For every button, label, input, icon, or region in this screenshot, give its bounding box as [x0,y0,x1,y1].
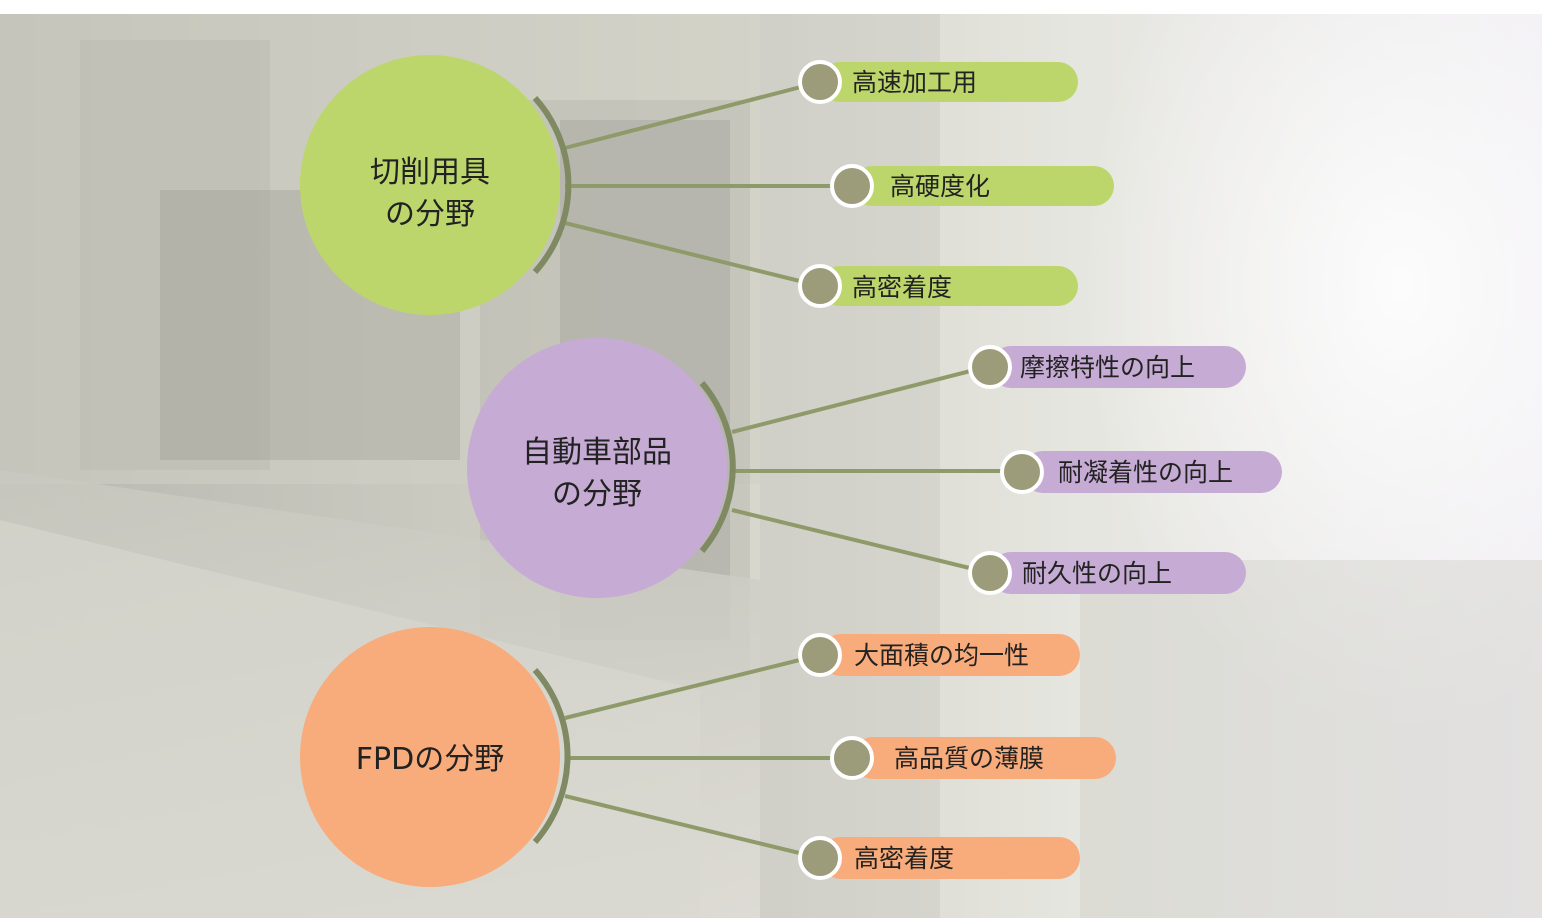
connector-line [731,364,991,434]
connector-line [731,508,991,575]
item-label: 耐凝着性の向上 [1058,458,1233,487]
circle-arc [699,381,736,553]
category-circle [467,338,727,598]
item-pill [852,166,1114,206]
connector-line [564,794,821,860]
item-pill [820,837,1080,879]
item-dot [798,264,842,308]
item-label: 高密着度 [854,844,954,873]
item-dot [798,836,842,880]
item-label: 耐久性の向上 [1022,559,1172,588]
item-pill [852,737,1116,779]
item-label: 摩擦特性の向上 [1020,353,1195,382]
connector-line [564,653,821,720]
item-pill [820,634,1080,676]
category-title-line-1: 切削用具 [370,155,490,190]
group-auto-parts: 自動車部品 の分野 摩擦特性の向上 耐凝着性の向上 耐久性の向上 [467,338,1282,598]
group-cutting-tools: 切削用具 の分野 高速加工用 高硬度化 高密着度 [300,55,1114,315]
group-fpd: FPDの分野 大面積の均一性 高品質の薄膜 高密着度 [300,627,1116,887]
item-pill [990,346,1246,388]
item-label: 高密着度 [852,273,952,302]
connector-line [564,221,821,288]
category-title-line-2: の分野 [552,477,642,512]
item-dot [798,633,842,677]
item-dot [968,551,1012,595]
circle-arc [532,668,571,844]
category-title-line-2: の分野 [385,197,475,232]
item-label: 高品質の薄膜 [894,744,1044,773]
circle-arc [532,95,572,275]
item-dot [1000,450,1044,494]
category-title-line-1: 自動車部品 [522,435,672,470]
item-pill [820,266,1078,306]
item-label: 高硬度化 [890,172,990,201]
item-pill [1022,451,1282,493]
item-pill [820,62,1078,102]
category-circle [300,55,560,315]
item-dot [798,60,842,104]
category-circle [300,627,560,887]
item-label: 大面積の均一性 [854,641,1029,670]
category-title-line-1: FPDの分野 [356,742,504,777]
item-dot [968,345,1012,389]
item-label: 高速加工用 [852,68,977,97]
item-pill [990,552,1246,594]
connector-line [564,80,821,150]
item-dot [830,736,874,780]
item-dot [830,164,874,208]
